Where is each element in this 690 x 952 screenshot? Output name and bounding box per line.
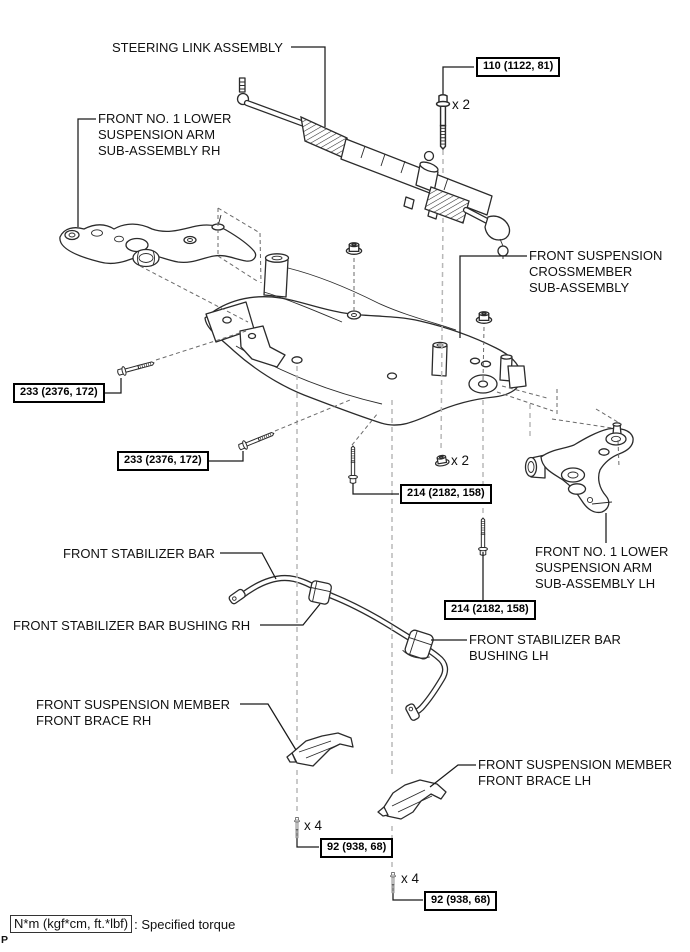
label-line: STEERING LINK ASSEMBLY xyxy=(112,40,283,55)
bolt-icon xyxy=(348,445,358,484)
label-lower-arm-lh: FRONT NO. 1 LOWER SUSPENSION ARM SUB-ASS… xyxy=(535,544,668,592)
label-line: FRONT SUSPENSION xyxy=(529,248,663,263)
label-line: FRONT BRACE LH xyxy=(478,773,592,788)
label-line: FRONT STABILIZER BAR xyxy=(63,546,215,561)
quantity-label-brace-rh-bolts: x 4 xyxy=(304,818,323,833)
steering-link-assembly-drawing xyxy=(236,77,511,259)
torque-spec-box-arm-front: 233 (2376, 172) xyxy=(13,383,105,403)
bolt-icon xyxy=(435,94,451,150)
bolt-icon xyxy=(478,517,488,556)
crossmember-drawing xyxy=(204,253,527,426)
bolt-icon xyxy=(294,817,300,840)
label-stabilizer-bar: FRONT STABILIZER BAR xyxy=(63,546,215,562)
leader-lines xyxy=(77,46,607,901)
torque-legend: N*m (kgf*cm, ft.*lbf) : Specified torque xyxy=(10,915,235,933)
stabilizer-bushing-rh-drawing xyxy=(308,580,332,605)
quantity-label-brace-lh-bolts: x 4 xyxy=(401,871,420,886)
label-line: SUB-ASSEMBLY xyxy=(529,280,630,295)
stabilizer-bar-drawing xyxy=(228,574,449,721)
page-marker: P xyxy=(1,934,9,946)
bolt-icon xyxy=(390,872,396,895)
label-crossmember: FRONT SUSPENSION CROSSMEMBER SUB-ASSEMBL… xyxy=(529,248,662,296)
label-stabilizer-bushing-rh: FRONT STABILIZER BAR BUSHING RH xyxy=(13,618,250,634)
torque-legend-text: : Specified torque xyxy=(134,916,236,932)
torque-spec-box-steering-rack: 110 (1122, 81) xyxy=(476,57,561,77)
label-line: FRONT NO. 1 LOWER xyxy=(98,111,232,126)
label-line: SUSPENSION ARM xyxy=(98,127,216,142)
label-line: SUB-ASSEMBLY RH xyxy=(98,143,221,158)
bolt-icon xyxy=(116,358,156,378)
label-lower-arm-rh: FRONT NO. 1 LOWER SUSPENSION ARM SUB-ASS… xyxy=(98,111,231,159)
label-steering-link-assembly: STEERING LINK ASSEMBLY xyxy=(112,40,283,56)
label-line: FRONT STABILIZER BAR BUSHING RH xyxy=(13,618,251,633)
label-line: FRONT SUSPENSION MEMBER xyxy=(478,757,673,772)
label-brace-rh: FRONT SUSPENSION MEMBER FRONT BRACE RH xyxy=(36,697,230,729)
brace-rh-drawing xyxy=(286,732,354,767)
label-line: FRONT SUSPENSION MEMBER xyxy=(36,697,231,712)
lower-arm-rh-drawing xyxy=(59,214,257,268)
lower-arm-lh-drawing xyxy=(524,422,634,514)
stabilizer-bushing-lh-drawing xyxy=(402,629,434,660)
torque-spec-box-arm-rear: 233 (2376, 172) xyxy=(117,451,209,471)
torque-spec-box-member-lower: 214 (2182, 158) xyxy=(444,600,536,620)
label-line: FRONT STABILIZER BAR xyxy=(469,632,621,647)
quantity-label-steering-bolts: x 2 xyxy=(452,97,471,112)
label-line: SUSPENSION ARM xyxy=(535,560,653,575)
torque-spec-box-brace-rh: 92 (938, 68) xyxy=(320,838,394,858)
brace-lh-drawing xyxy=(377,779,447,820)
label-stabilizer-bushing-lh: FRONT STABILIZER BAR BUSHING LH xyxy=(469,632,621,664)
projection-dashed-lines xyxy=(139,207,622,468)
torque-spec-box-brace-lh: 92 (938, 68) xyxy=(424,891,498,911)
quantity-label-nuts: x 2 xyxy=(451,453,470,468)
label-line: CROSSMEMBER xyxy=(529,264,633,279)
label-line: SUB-ASSEMBLY LH xyxy=(535,576,656,591)
nut-icon xyxy=(433,453,451,468)
nut-icon xyxy=(475,311,493,324)
bolt-icon xyxy=(236,428,276,453)
label-line: FRONT BRACE RH xyxy=(36,713,152,728)
label-line: FRONT NO. 1 LOWER xyxy=(535,544,669,559)
torque-spec-box-member-upper: 214 (2182, 158) xyxy=(400,484,492,504)
nut-icon xyxy=(345,242,363,255)
label-line: BUSHING LH xyxy=(469,648,549,663)
torque-unit-box: N*m (kgf*cm, ft.*lbf) xyxy=(10,915,133,933)
label-brace-lh: FRONT SUSPENSION MEMBER FRONT BRACE LH xyxy=(478,757,672,789)
